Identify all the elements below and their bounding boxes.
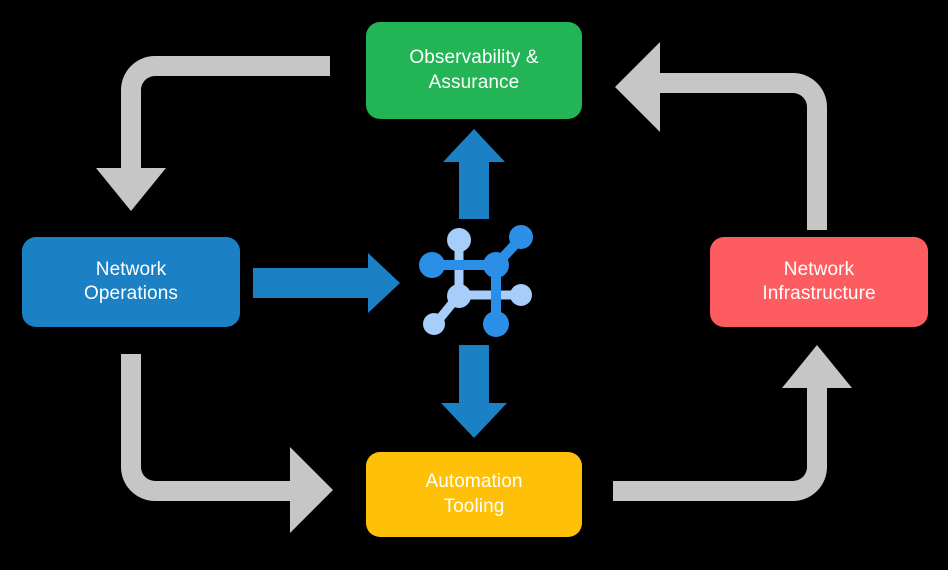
- network-topology-icon: [419, 225, 533, 337]
- node-network-operations-label: Network Operations: [84, 258, 178, 304]
- node-observability-assurance[interactable]: Observability & Assurance: [366, 22, 582, 119]
- gray-arrow-observability-to-operations: [96, 56, 330, 211]
- node-automation-tooling[interactable]: Automation Tooling: [366, 452, 582, 537]
- node-network-operations[interactable]: Network Operations: [22, 237, 240, 327]
- blue-arrow-center-to-automation: [441, 345, 507, 438]
- node-network-infrastructure[interactable]: Network Infrastructure: [710, 237, 928, 327]
- node-observability-assurance-label: Observability & Assurance: [409, 47, 539, 93]
- node-automation-tooling-label: Automation Tooling: [425, 471, 523, 517]
- blue-arrow-operations-to-center: [253, 253, 400, 313]
- gray-arrow-automation-to-infrastructure: [613, 345, 852, 501]
- gray-arrow-operations-to-automation: [121, 354, 333, 533]
- gray-arrow-infrastructure-to-observability: [615, 42, 827, 230]
- blue-arrow-center-to-observability: [443, 129, 505, 219]
- node-network-infrastructure-label: Network Infrastructure: [762, 258, 876, 304]
